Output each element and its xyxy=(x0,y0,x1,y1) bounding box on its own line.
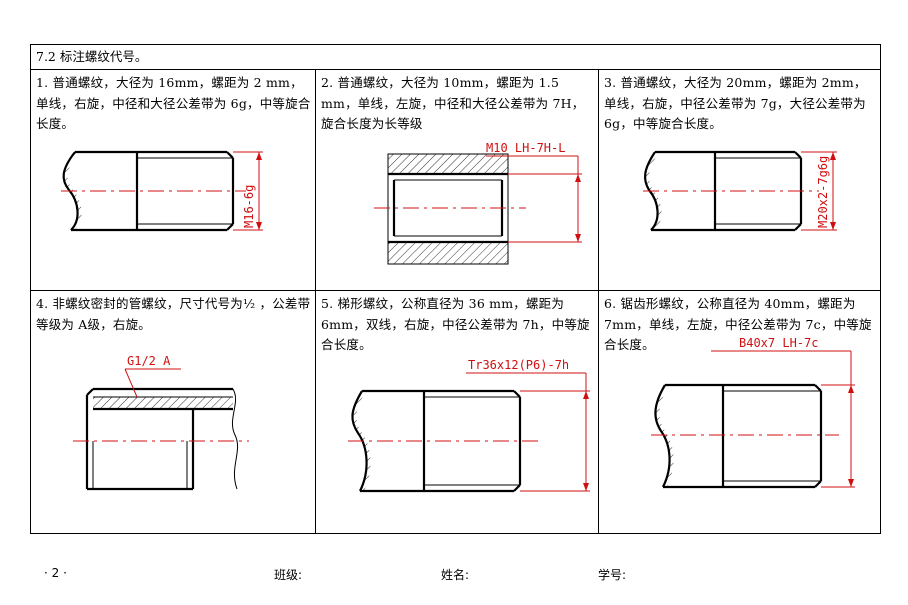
student-id-label: 学号: xyxy=(598,568,627,582)
problem-text-3: 3. 普通螺纹，大径为 20mm，螺距为 2mm，单线，右旋，中径公差带为 7g… xyxy=(604,75,867,131)
thread-drawing-5: Tr36x12(P6)-7h xyxy=(348,358,590,493)
thread-code-annotation-2: M10 LH-7H-L xyxy=(486,141,565,155)
name-label: 姓名: xyxy=(441,568,470,582)
thread-drawing-3: M20x2-7g6g xyxy=(643,150,837,232)
thread-drawing-1: M16-6g xyxy=(61,150,263,232)
section-title: 7.2 标注螺纹代号。 xyxy=(31,45,880,70)
thread-code-annotation-5: Tr36x12(P6)-7h xyxy=(468,358,569,372)
thread-code-annotation-4: G1/2 A xyxy=(127,354,171,368)
problem-cell-6: B40x7 LH-7c 6. 锯齿形螺纹，公称直径为 40mm，螺距为 7mm，… xyxy=(599,291,881,533)
thread-code-annotation-6: B40x7 LH-7c xyxy=(739,336,818,350)
problem-text-6: 6. 锯齿形螺纹，公称直径为 40mm，螺距为 7mm，单线，左旋，中径公差带为… xyxy=(604,296,872,352)
exercise-sheet: 7.2 标注螺纹代号。 M16-6g xyxy=(30,44,881,534)
row-divider xyxy=(31,290,880,291)
thread-code-annotation-1: M16-6g xyxy=(242,185,256,228)
thread-drawing-6: B40x7 LH-7c xyxy=(651,336,855,489)
problem-cell-4: G1/2 A 4. 非螺纹密封的管螺纹，尺寸代号为½ ，公差带等级为 A级，右旋… xyxy=(31,291,315,533)
thread-code-annotation-3: M20x2-7g6g xyxy=(816,156,830,228)
problem-text-5: 5. 梯形螺纹，公称直径为 36 mm，螺距为 6mm，双线，右旋，中径公差带为… xyxy=(321,296,590,352)
problem-text-1: 1. 普通螺纹，大径为 16mm，螺距为 2 mm，单线，右旋，中径和大径公差带… xyxy=(36,75,311,131)
problem-cell-5: Tr36x12(P6)-7h 5. 梯形螺纹，公称直径为 36 mm，螺距为 6… xyxy=(316,291,598,533)
column-divider xyxy=(598,70,599,533)
page-number: · 2 · xyxy=(44,566,67,580)
problem-cell-2: M10 LH-7H-L 2. 普通螺纹，大径为 10mm，螺距为 1.5 mm，… xyxy=(316,70,598,290)
problem-text-4: 4. 非螺纹密封的管螺纹，尺寸代号为½ ，公差带等级为 A级，右旋。 xyxy=(36,296,311,332)
class-label: 班级: xyxy=(274,568,303,582)
problem-text-2: 2. 普通螺纹，大径为 10mm，螺距为 1.5 mm，单线，左旋，中径和大径公… xyxy=(321,75,585,131)
thread-drawing-2: M10 LH-7H-L xyxy=(374,141,582,265)
problem-cell-3: M20x2-7g6g 3. 普通螺纹，大径为 20mm，螺距为 2mm，单线，右… xyxy=(599,70,881,290)
column-divider xyxy=(315,70,316,533)
thread-drawing-4: G1/2 A xyxy=(73,354,249,491)
problem-cell-1: M16-6g 1. 普通螺纹，大径为 16mm，螺距为 2 mm，单线，右旋，中… xyxy=(31,70,315,290)
